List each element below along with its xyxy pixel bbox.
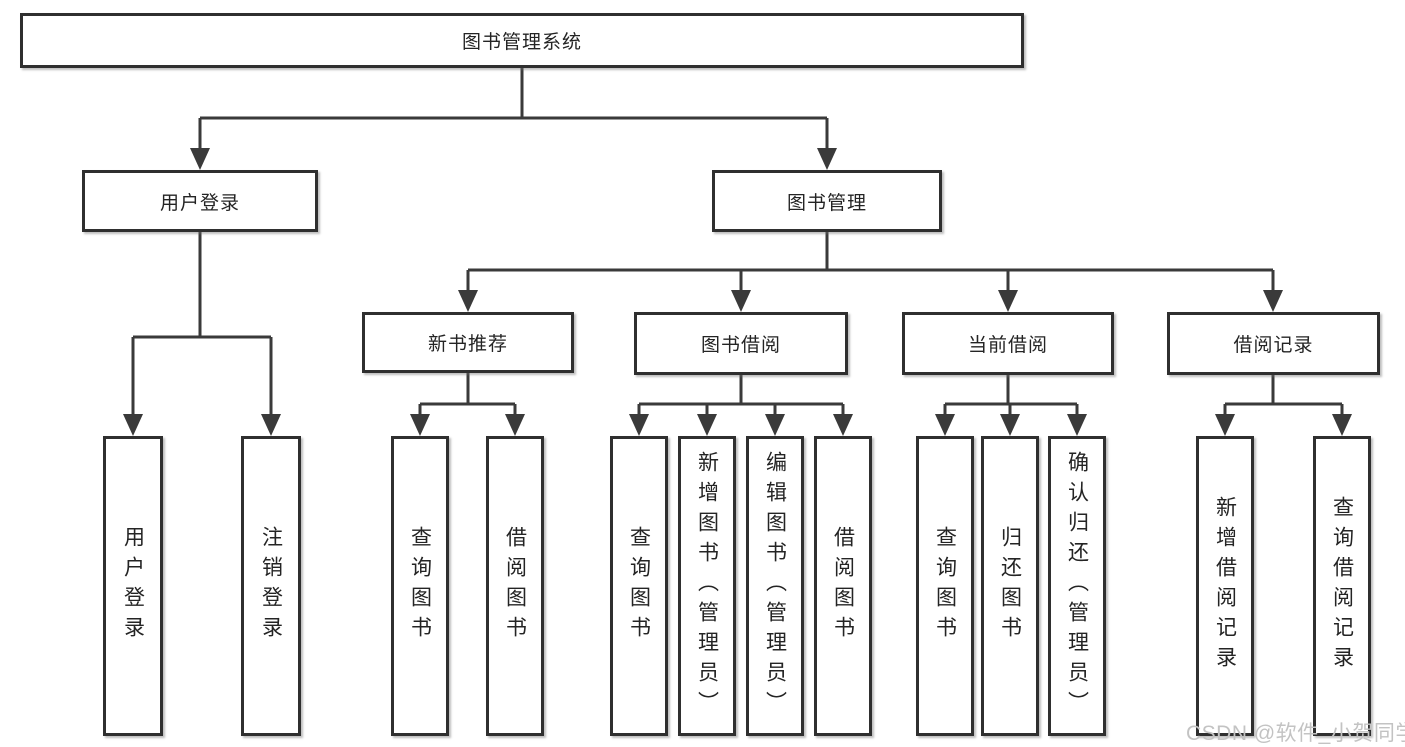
node-borrowing-records: 借阅记录 — [1167, 312, 1380, 375]
watermark: CSDN @软件_小贺同学 — [1186, 722, 1405, 745]
node-label: 图书借阅 — [700, 335, 781, 356]
node-label: 当前借阅 — [967, 335, 1048, 356]
node-book-management: 图书管理 — [712, 170, 942, 232]
leaf-query-books-borrowing: 查询图书 — [610, 436, 668, 736]
node-label: 借阅记录 — [1233, 335, 1314, 356]
leaf-borrow-books-recommend: 借阅图书 — [486, 436, 544, 736]
node-label: 图书管理系统 — [461, 32, 582, 53]
node-label: 编辑图书（管理员） — [763, 451, 787, 721]
node-label: 借阅图书 — [831, 526, 855, 646]
node-label: 用户登录 — [159, 192, 240, 214]
leaf-query-books-current: 查询图书 — [916, 436, 974, 736]
node-book-borrowing: 图书借阅 — [634, 312, 848, 375]
leaf-query-books-recommend: 查询图书 — [391, 436, 449, 736]
node-label: 图书管理 — [786, 192, 867, 214]
node-new-book-recommendation: 新书推荐 — [362, 312, 574, 373]
node-current-borrowing: 当前借阅 — [902, 312, 1114, 375]
node-label: 查询图书 — [408, 526, 432, 646]
leaf-query-borrow-record: 查询借阅记录 — [1313, 436, 1371, 736]
leaf-borrow-books-borrowing: 借阅图书 — [814, 436, 872, 736]
leaf-confirm-return-admin: 确认归还（管理员） — [1048, 436, 1106, 736]
leaf-edit-book-admin: 编辑图书（管理员） — [746, 436, 804, 736]
leaf-user-login: 用户登录 — [103, 436, 163, 736]
node-user-login: 用户登录 — [82, 170, 318, 232]
node-label: 新书推荐 — [427, 334, 508, 355]
node-label: 归还图书 — [998, 526, 1022, 646]
node-label: 新增图书（管理员） — [695, 451, 719, 721]
node-label: 注销登录 — [259, 526, 283, 646]
connector-lines — [131, 68, 1344, 416]
node-label: 确认归还（管理员） — [1065, 451, 1089, 721]
node-label: 查询图书 — [933, 526, 957, 646]
node-label: 查询借阅记录 — [1330, 496, 1354, 676]
leaf-logout: 注销登录 — [241, 436, 301, 736]
node-label: 用户登录 — [121, 526, 145, 646]
node-label: 借阅图书 — [503, 526, 527, 646]
node-system-root: 图书管理系统 — [20, 13, 1024, 68]
leaf-add-borrow-record: 新增借阅记录 — [1196, 436, 1254, 736]
leaf-add-book-admin: 新增图书（管理员） — [678, 436, 736, 736]
arrowhead-icons — [123, 148, 1352, 436]
node-label: 新增借阅记录 — [1213, 496, 1237, 676]
node-label: 查询图书 — [627, 526, 651, 646]
leaf-return-book: 归还图书 — [981, 436, 1039, 736]
